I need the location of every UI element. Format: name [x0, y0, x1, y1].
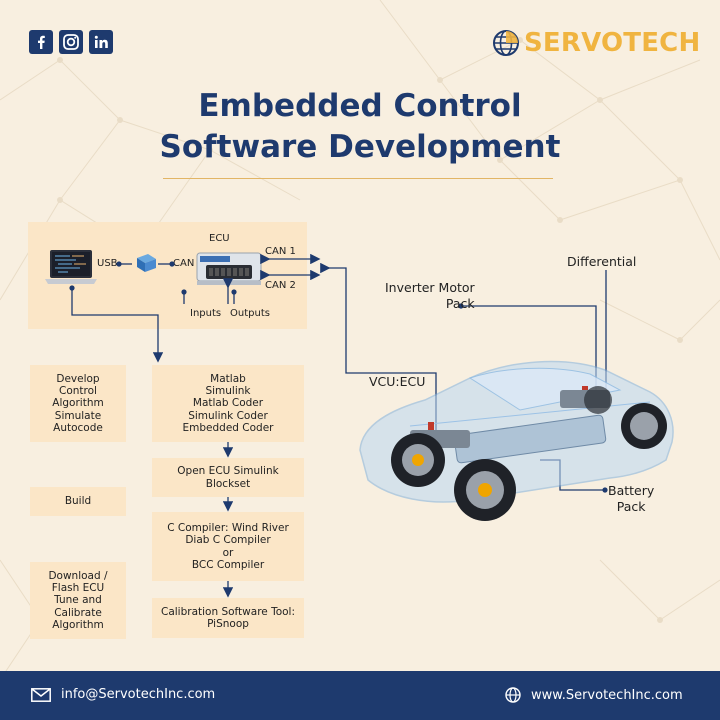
- instagram-icon[interactable]: [59, 30, 83, 54]
- mail-icon: [31, 687, 51, 702]
- can2-label: CAN 2: [265, 280, 296, 291]
- vcu-label: VCU:ECU: [369, 374, 426, 389]
- tool-matlab: Matlab Simulink Matlab Coder Simulink Co…: [152, 365, 304, 442]
- usb-label: USB: [97, 258, 118, 269]
- ecu-device-icon: [196, 252, 262, 285]
- stage-download: Download / Flash ECU Tune and Calibrate …: [30, 562, 126, 639]
- can-label: CAN: [173, 258, 195, 269]
- globe-icon: [505, 687, 521, 703]
- brand-name: SERVOTECH: [524, 28, 701, 58]
- inputs-label: Inputs: [190, 308, 222, 319]
- title-line-2: Software Development: [159, 129, 561, 165]
- website-text[interactable]: www.ServotechInc.com: [531, 687, 683, 703]
- facebook-icon[interactable]: [29, 30, 53, 54]
- globe-icon: [493, 30, 519, 56]
- footer-website[interactable]: www.ServotechInc.com: [505, 687, 683, 703]
- tool-compiler: C Compiler: Wind River Diab C Compiler o…: [152, 512, 304, 581]
- title-divider: [163, 178, 553, 179]
- differential-label: Differential: [567, 254, 637, 269]
- battery-label: Battery Pack: [608, 483, 655, 514]
- stage-develop: Develop Control Algorithm Simulate Autoc…: [30, 365, 126, 442]
- brand-logo: SERVOTECH: [491, 28, 700, 58]
- tool-openecu: Open ECU Simulink Blockset: [152, 458, 304, 497]
- title-line-1: Embedded Control: [198, 88, 522, 124]
- footer-email[interactable]: info@ServotechInc.com: [31, 687, 215, 702]
- stage-build: Build: [30, 487, 126, 516]
- tool-calibration: Calibration Software Tool: PiSnoop: [152, 598, 304, 638]
- electric-car-illustration: [359, 360, 674, 521]
- outputs-label: Outputs: [230, 308, 270, 319]
- inverter-label: Inverter Motor Pack: [385, 280, 475, 311]
- email-text[interactable]: info@ServotechInc.com: [61, 687, 216, 702]
- social-links: [29, 30, 113, 54]
- can1-label: CAN 1: [265, 246, 296, 257]
- footer-bar: info@ServotechInc.com www.ServotechInc.c…: [0, 671, 720, 720]
- page-title: Embedded Control Software Development: [0, 86, 720, 168]
- ecu-label: ECU: [209, 233, 230, 244]
- laptop-icon: [45, 250, 97, 284]
- linkedin-icon[interactable]: [89, 30, 113, 54]
- can-adapter-icon: [137, 254, 156, 272]
